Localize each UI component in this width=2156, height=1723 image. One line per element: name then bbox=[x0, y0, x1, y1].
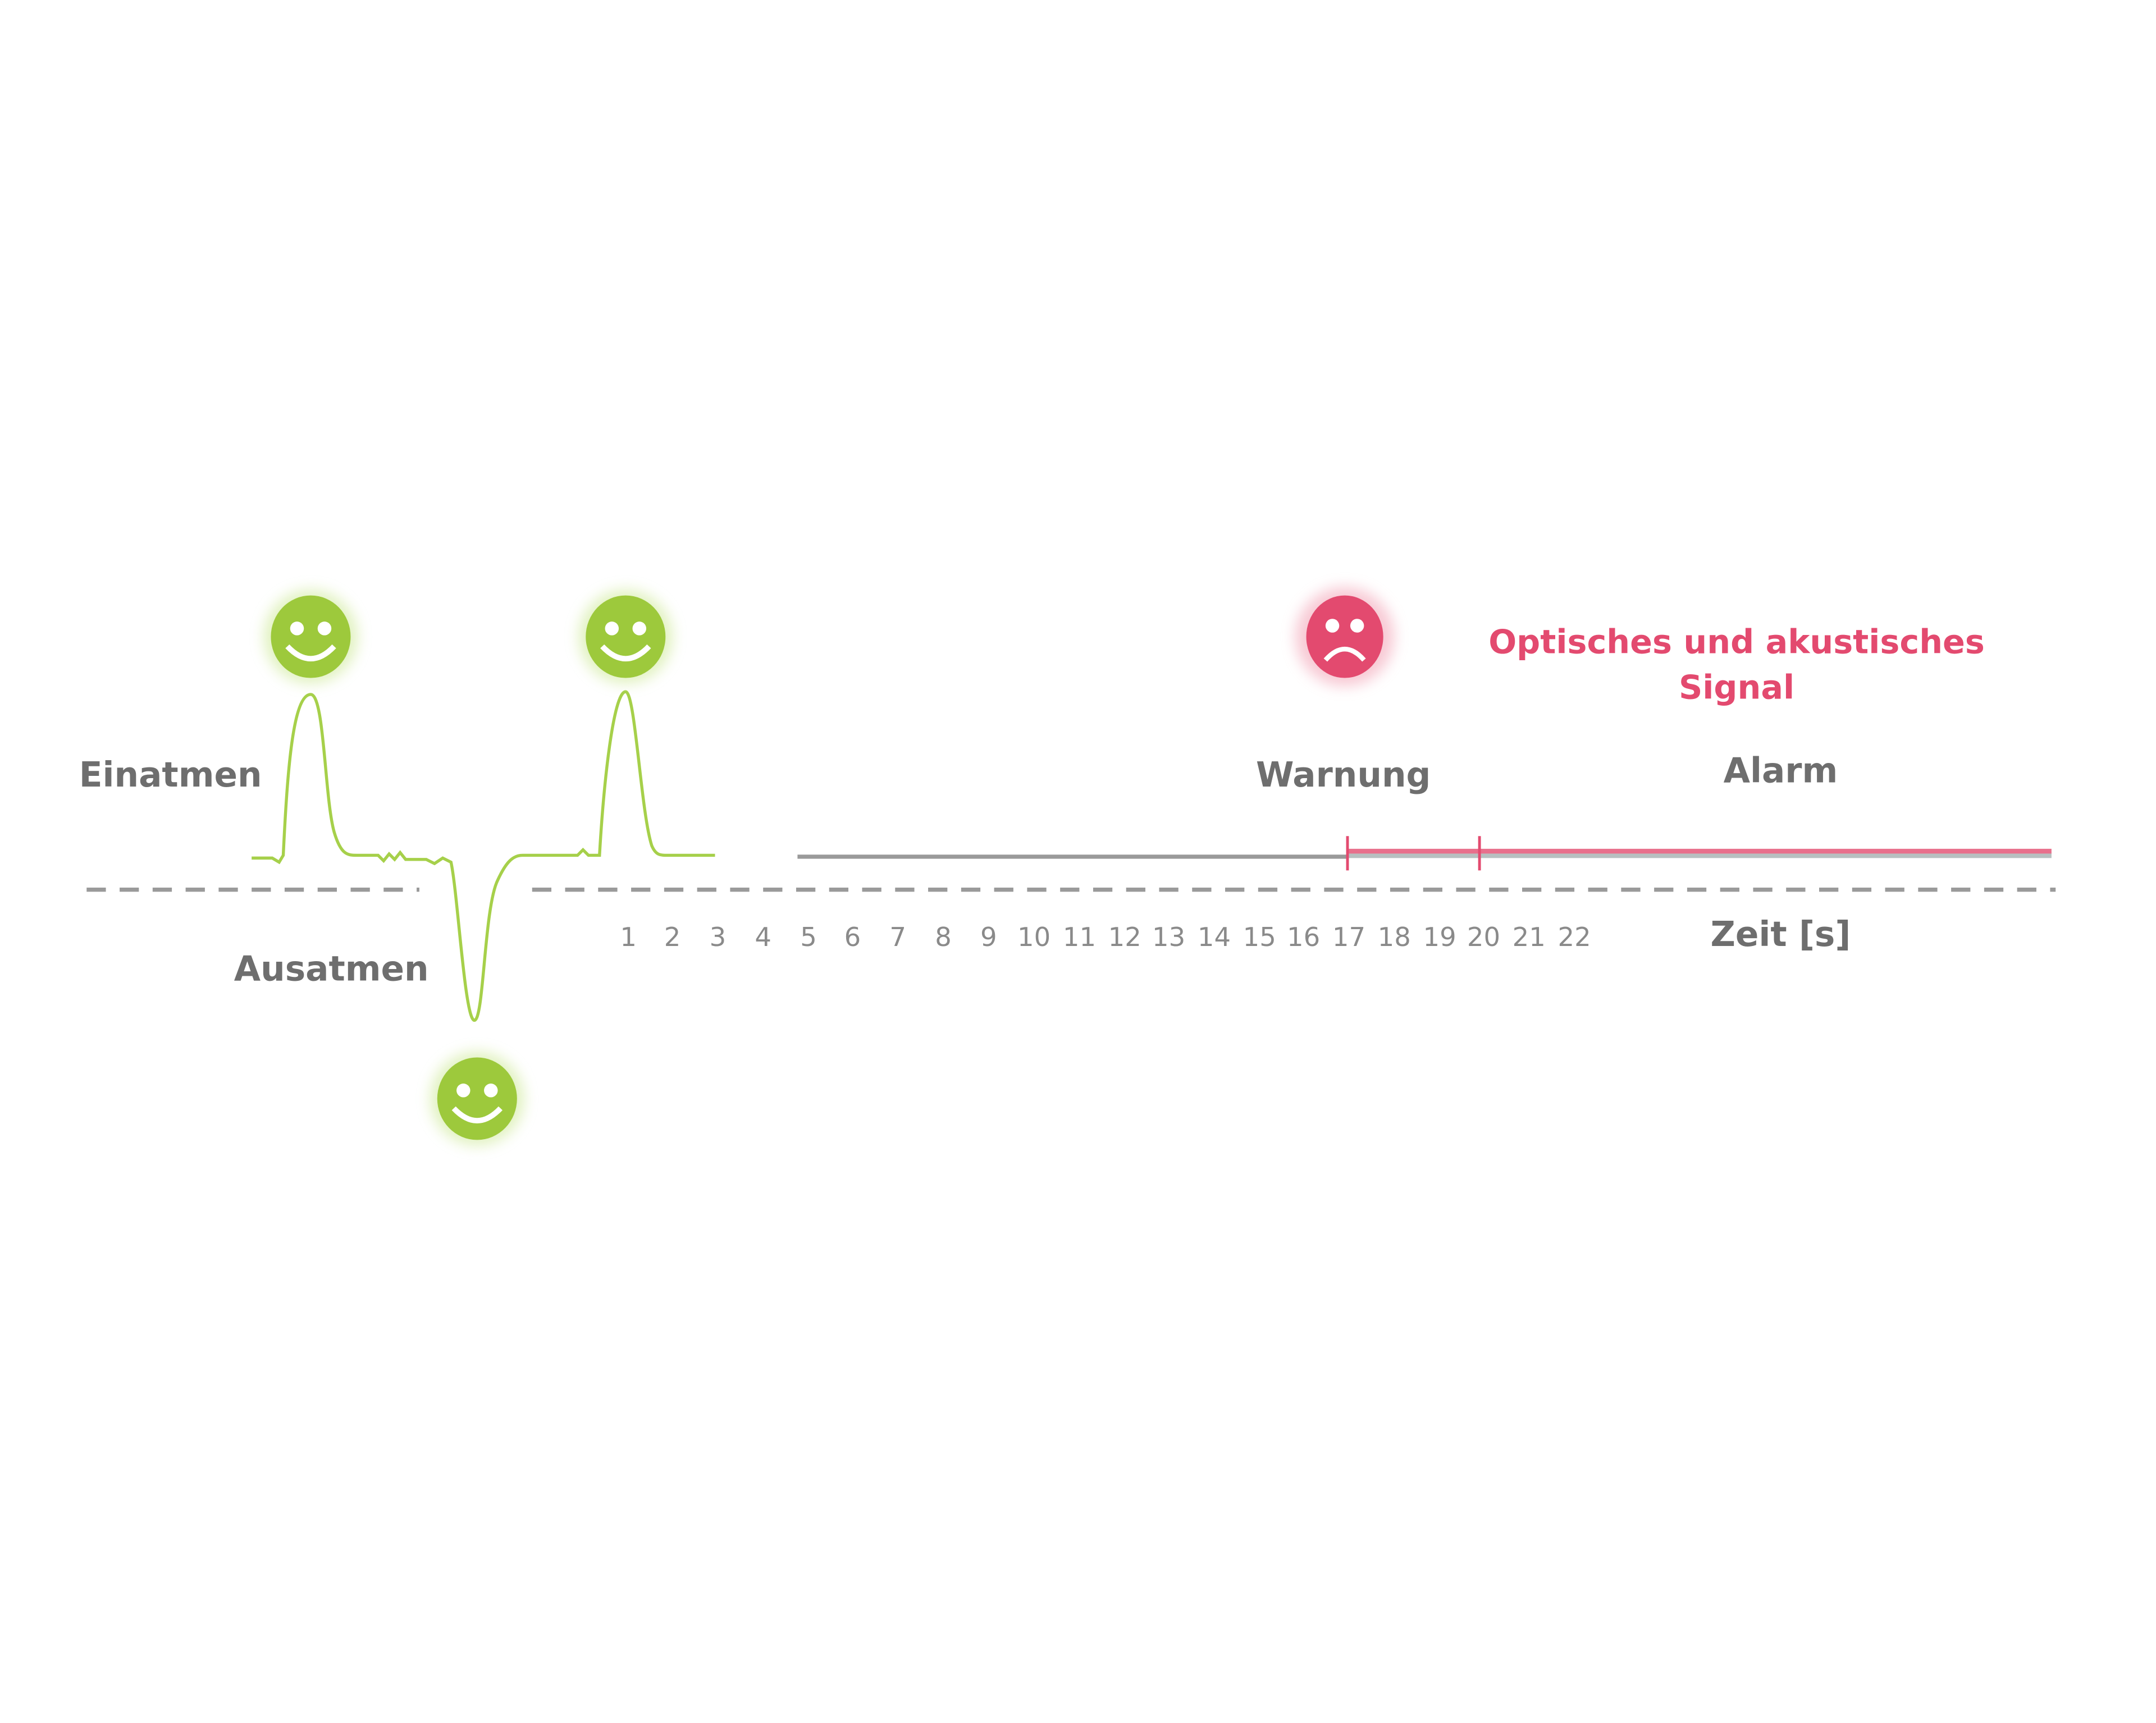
signal-label-line2: Signal bbox=[1679, 668, 1794, 706]
svg-text:7: 7 bbox=[889, 922, 906, 952]
svg-text:4: 4 bbox=[755, 922, 771, 952]
svg-text:18: 18 bbox=[1378, 922, 1411, 952]
svg-text:11: 11 bbox=[1063, 922, 1096, 952]
svg-text:1: 1 bbox=[620, 922, 637, 952]
svg-text:5: 5 bbox=[800, 922, 817, 952]
signal-label-line1: Optisches und akustisches bbox=[1488, 622, 1985, 661]
svg-text:14: 14 bbox=[1198, 922, 1231, 952]
svg-text:12: 12 bbox=[1108, 922, 1141, 952]
svg-text:2: 2 bbox=[664, 922, 681, 952]
happy-face-icon bbox=[264, 589, 358, 684]
time-axis-ticks: 1 2 3 4 5 6 7 8 9 10 11 12 13 14 15 16 1… bbox=[620, 922, 1591, 952]
warning-label: Warnung bbox=[1256, 755, 1431, 795]
svg-text:19: 19 bbox=[1423, 922, 1456, 952]
svg-text:10: 10 bbox=[1017, 922, 1050, 952]
svg-text:21: 21 bbox=[1513, 922, 1546, 952]
axis-label: Zeit [s] bbox=[1710, 915, 1851, 954]
happy-face-icon bbox=[579, 589, 673, 684]
svg-text:3: 3 bbox=[710, 922, 727, 952]
svg-text:15: 15 bbox=[1243, 922, 1276, 952]
svg-text:22: 22 bbox=[1557, 922, 1591, 952]
svg-text:20: 20 bbox=[1467, 922, 1500, 952]
svg-text:13: 13 bbox=[1152, 922, 1185, 952]
sad-face-icon bbox=[1295, 587, 1395, 687]
exhale-label: Ausatmen bbox=[234, 949, 429, 989]
svg-text:9: 9 bbox=[980, 922, 997, 952]
svg-text:6: 6 bbox=[844, 922, 861, 952]
inhale-label: Einatmen bbox=[79, 755, 262, 795]
alarm-label: Alarm bbox=[1724, 751, 1838, 791]
svg-text:17: 17 bbox=[1332, 922, 1365, 952]
alarm-band bbox=[1346, 836, 2052, 871]
svg-text:8: 8 bbox=[935, 922, 952, 952]
svg-text:16: 16 bbox=[1287, 922, 1320, 952]
happy-face-icon bbox=[430, 1052, 524, 1146]
breath-curve bbox=[252, 690, 715, 1022]
